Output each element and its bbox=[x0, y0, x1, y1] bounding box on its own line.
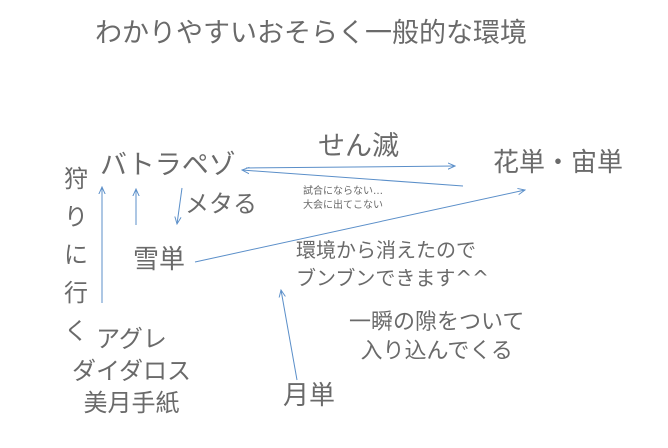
slide-title: わかりやすいおそらく一般的な環境 bbox=[95, 18, 527, 49]
kachutan-node: 花単・宙単 bbox=[493, 148, 624, 178]
yukitan-node: 雪単 bbox=[133, 245, 186, 275]
metaru-label: メタる bbox=[185, 190, 257, 218]
arrow-kachutan-to-batorapezu bbox=[242, 170, 464, 187]
batorapezu-node: バトラペゾ bbox=[100, 150, 236, 181]
agure-node: アグレ ダイダロス 美月手紙 bbox=[72, 325, 192, 417]
arrow-tsukitan-up bbox=[281, 290, 298, 381]
arrow-batorapezu-to-metaru bbox=[177, 187, 183, 224]
arrow-yukitan-to-kachutan bbox=[194, 190, 525, 263]
tsukitan-node: 月単 bbox=[283, 381, 336, 411]
senmetsu-label: せん滅 bbox=[318, 131, 399, 162]
hunt-label: 狩りに行く bbox=[64, 165, 88, 345]
isshun-label: 一瞬の隙をついて 入り込んでくる bbox=[349, 310, 525, 364]
note-label: 試合にならない… 大会に出てこない bbox=[303, 186, 383, 211]
arrow-batorapezu-to-kachutan bbox=[245, 166, 455, 168]
kankyo-label: 環境から消えたので ブンブンできます^^ bbox=[296, 238, 489, 290]
